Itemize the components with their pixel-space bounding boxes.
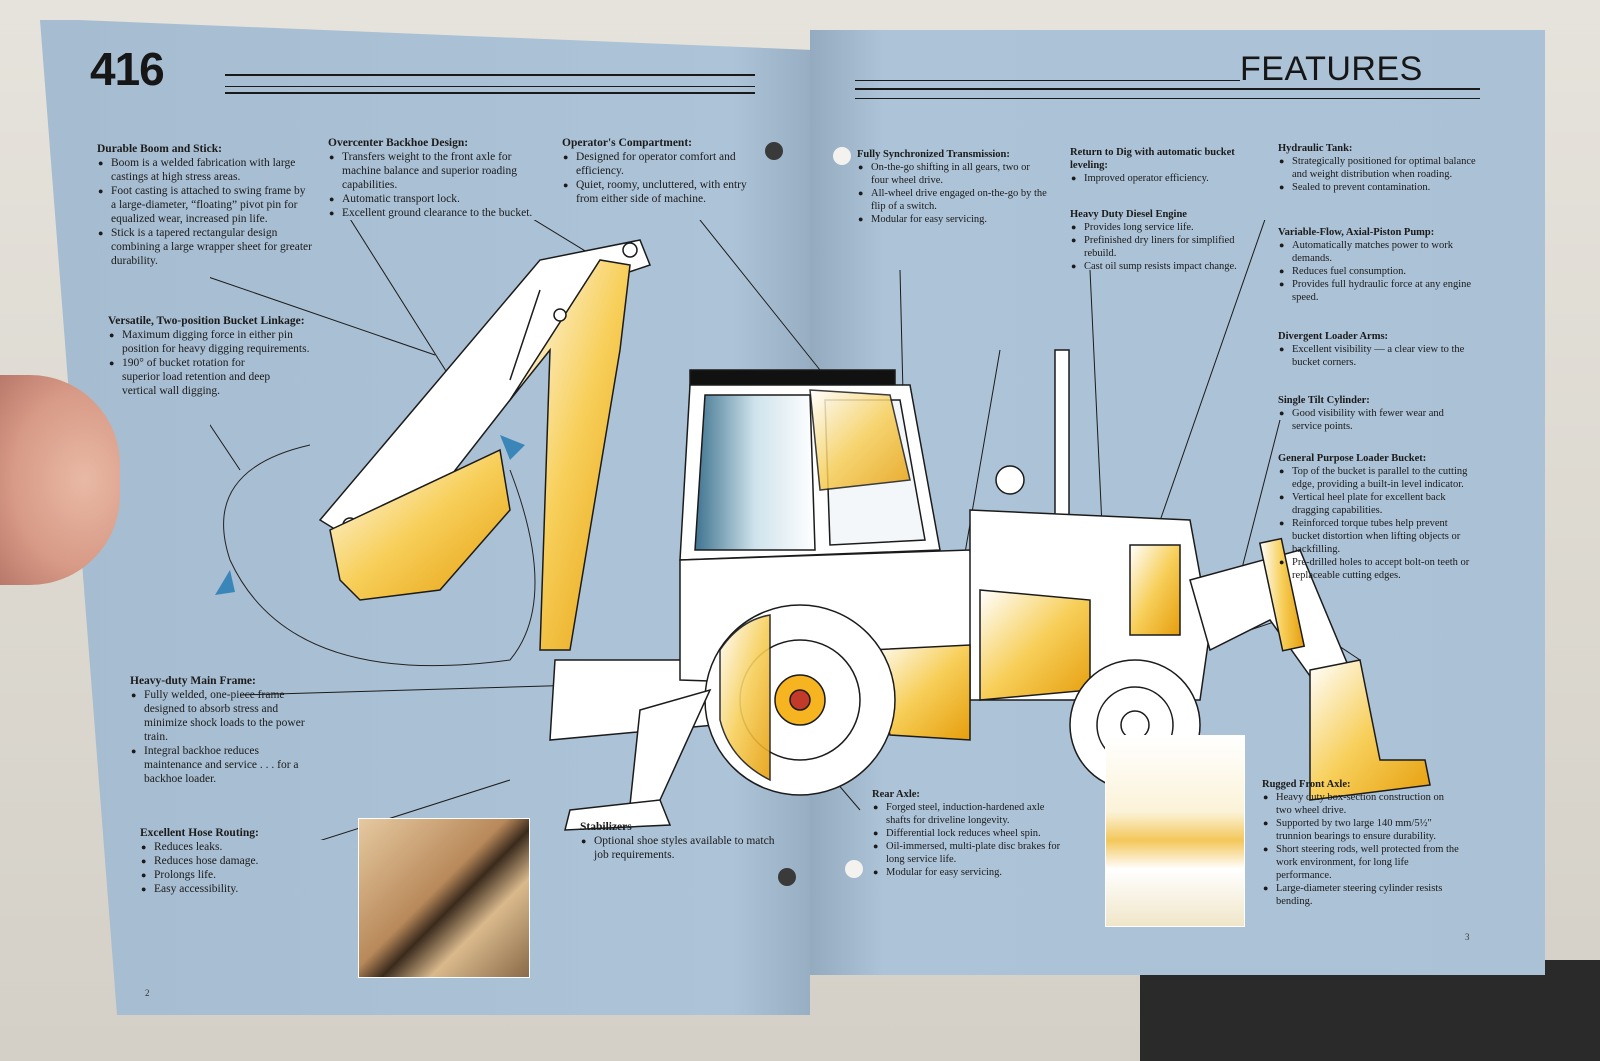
bullet: Optional shoe styles available to match … bbox=[581, 834, 775, 862]
section-hydraulic-tank: Hydraulic Tank: Strategically positioned… bbox=[1278, 142, 1478, 194]
header-rule-right-3 bbox=[855, 98, 1480, 99]
bullet: Excellent ground clearance to the bucket… bbox=[329, 206, 533, 220]
section-heading: Stabilizers bbox=[580, 821, 632, 833]
bullet: Transfers weight to the front axle for m… bbox=[329, 150, 533, 192]
binder-hole bbox=[845, 860, 863, 878]
bullet: Reduces hose damage. bbox=[141, 854, 310, 868]
section-stabilizers: Stabilizers Optional shoe styles availab… bbox=[580, 820, 775, 862]
section-rear-axle: Rear Axle: Forged steel, induction-harde… bbox=[872, 788, 1067, 879]
brochure-spread: 416 FEATURES bbox=[40, 20, 1545, 1020]
bullet: Reinforced torque tubes help prevent buc… bbox=[1279, 517, 1478, 556]
bullet: Boom is a welded fabrication with large … bbox=[98, 156, 312, 184]
bullet: Short steering rods, well protected from… bbox=[1263, 843, 1462, 882]
bullet: Automatically matches power to work dema… bbox=[1279, 239, 1478, 265]
hand-thumb bbox=[0, 375, 120, 585]
section-heading: Divergent Loader Arms: bbox=[1278, 331, 1389, 342]
section-durable-boom: Durable Boom and Stick: Boom is a welded… bbox=[97, 142, 312, 268]
section-axial-piston-pump: Variable-Flow, Axial-Piston Pump: Automa… bbox=[1278, 226, 1478, 304]
bullet: Reduces fuel consumption. bbox=[1279, 265, 1478, 278]
bullet: Cast oil sump resists impact change. bbox=[1071, 260, 1240, 273]
header-rule-right-2 bbox=[855, 88, 1480, 90]
header-rule-right-1 bbox=[855, 80, 1240, 81]
section-bucket-linkage: Versatile, Two-position Bucket Linkage: … bbox=[108, 314, 318, 398]
section-diesel-engine: Heavy Duty Diesel Engine Provides long s… bbox=[1070, 208, 1240, 273]
section-heading: Fully Synchronized Transmission: bbox=[857, 149, 1010, 160]
bullet: Integral backhoe reduces maintenance and… bbox=[131, 744, 315, 786]
bullet: Excellent visibility — a clear view to t… bbox=[1279, 343, 1468, 369]
bullet: Top of the bucket is parallel to the cut… bbox=[1279, 465, 1478, 491]
section-tilt-cylinder: Single Tilt Cylinder: Good visibility wi… bbox=[1278, 394, 1468, 433]
section-front-axle: Rugged Front Axle: Heavy duty box-sectio… bbox=[1262, 778, 1462, 908]
section-heading: Return to Dig with automatic bucket leve… bbox=[1070, 147, 1235, 171]
bullet: Maximum digging force in either pin posi… bbox=[109, 328, 318, 356]
section-overcenter-backhoe: Overcenter Backhoe Design: Transfers wei… bbox=[328, 136, 533, 220]
section-heading: Hydraulic Tank: bbox=[1278, 143, 1353, 154]
section-return-to-dig: Return to Dig with automatic bucket leve… bbox=[1070, 146, 1250, 185]
binder-hole bbox=[833, 147, 851, 165]
bullet: Foot casting is attached to swing frame … bbox=[98, 184, 312, 226]
bullet: Prefinished dry liners for simplified re… bbox=[1071, 234, 1240, 260]
binder-hole bbox=[778, 868, 796, 886]
section-heading: Overcenter Backhoe Design: bbox=[328, 137, 469, 149]
bullet: Modular for easy servicing. bbox=[873, 866, 1067, 879]
bullet: Differential lock reduces wheel spin. bbox=[873, 827, 1067, 840]
bullet: Reduces leaks. bbox=[141, 840, 310, 854]
section-heading: Durable Boom and Stick: bbox=[97, 143, 222, 155]
section-heading: General Purpose Loader Bucket: bbox=[1278, 453, 1427, 464]
bullet: Sealed to prevent contamination. bbox=[1279, 181, 1478, 194]
bullet: Forged steel, induction-hardened axle sh… bbox=[873, 801, 1067, 827]
page-number-left: 2 bbox=[145, 988, 150, 998]
bullet: Provides long service life. bbox=[1071, 221, 1240, 234]
bullet: Large-diameter steering cylinder resists… bbox=[1263, 882, 1462, 908]
bullet: Fully welded, one-piece frame designed t… bbox=[131, 688, 315, 744]
section-transmission: Fully Synchronized Transmission: On-the-… bbox=[857, 148, 1047, 226]
section-heading: Heavy Duty Diesel Engine bbox=[1070, 209, 1187, 220]
bullet: Pre-drilled holes to accept bolt-on teet… bbox=[1279, 556, 1478, 582]
bullet: Prolongs life. bbox=[141, 868, 310, 882]
header-rule-left-1 bbox=[225, 74, 755, 76]
section-heading: Operator's Compartment: bbox=[562, 137, 692, 149]
bullet: On-the-go shifting in all gears, two or … bbox=[858, 161, 1047, 187]
section-main-frame: Heavy-duty Main Frame: Fully welded, one… bbox=[130, 674, 315, 786]
bullet: Stick is a tapered rectangular design co… bbox=[98, 226, 312, 268]
features-title: FEATURES bbox=[1240, 50, 1423, 88]
section-heading: Excellent Hose Routing: bbox=[140, 827, 259, 839]
bullet: Oil-immersed, multi-plate disc brakes fo… bbox=[873, 840, 1067, 866]
bullet: 190° of bucket rotation for superior loa… bbox=[109, 356, 272, 398]
bullet: All-wheel drive engaged on-the-go by the… bbox=[858, 187, 1047, 213]
section-heading: Rugged Front Axle: bbox=[1262, 779, 1351, 790]
bullet: Strategically positioned for optimal bal… bbox=[1279, 155, 1478, 181]
section-heading: Single Tilt Cylinder: bbox=[1278, 395, 1370, 406]
dark-surface bbox=[1140, 960, 1600, 1061]
header-rule-left-2 bbox=[225, 86, 755, 87]
section-loader-bucket: General Purpose Loader Bucket: Top of th… bbox=[1278, 452, 1478, 582]
section-heading: Versatile, Two-position Bucket Linkage: bbox=[108, 315, 305, 327]
bullet: Modular for easy servicing. bbox=[858, 213, 1047, 226]
bullet: Designed for operator comfort and effici… bbox=[563, 150, 767, 178]
bullet: Supported by two large 140 mm/5½" trunni… bbox=[1263, 817, 1462, 843]
section-heading: Rear Axle: bbox=[872, 789, 920, 800]
page-number-right: 3 bbox=[1465, 932, 1470, 942]
hose-routing-photo bbox=[358, 818, 530, 978]
section-operators-compartment: Operator's Compartment: Designed for ope… bbox=[562, 136, 767, 206]
section-hose-routing: Excellent Hose Routing: Reduces leaks. R… bbox=[140, 826, 310, 896]
model-number: 416 bbox=[90, 43, 165, 95]
bullet: Vertical heel plate for excellent back d… bbox=[1279, 491, 1478, 517]
section-heading: Variable-Flow, Axial-Piston Pump: bbox=[1278, 227, 1435, 238]
bullet: Heavy duty box-section construction on t… bbox=[1263, 791, 1462, 817]
binder-hole bbox=[765, 142, 783, 160]
bullet: Good visibility with fewer wear and serv… bbox=[1279, 407, 1468, 433]
bullet: Improved operator efficiency. bbox=[1071, 172, 1250, 185]
bullet: Automatic transport lock. bbox=[329, 192, 533, 206]
front-axle-photo bbox=[1105, 735, 1245, 927]
bullet: Provides full hydraulic force at any eng… bbox=[1279, 278, 1478, 304]
backhoe-loader-illustration bbox=[210, 220, 1431, 840]
bullet: Easy accessibility. bbox=[141, 882, 310, 896]
header-rule-left-3 bbox=[225, 92, 755, 94]
section-heading: Heavy-duty Main Frame: bbox=[130, 675, 256, 687]
section-loader-arms: Divergent Loader Arms: Excellent visibil… bbox=[1278, 330, 1468, 369]
bullet: Quiet, roomy, uncluttered, with entry fr… bbox=[563, 178, 767, 206]
